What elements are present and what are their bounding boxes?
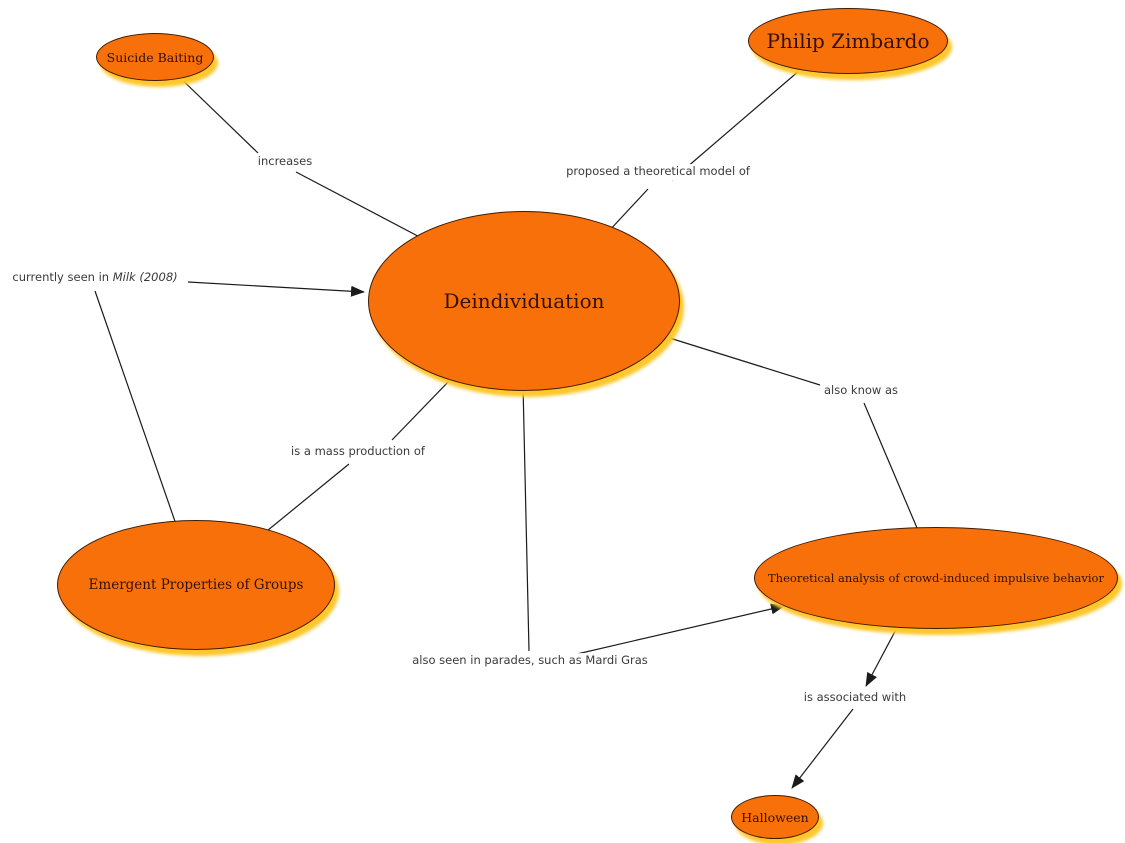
edge-zimbardo-proposed-model-line-0	[671, 69, 801, 181]
node-label: Deindividuation	[443, 289, 605, 313]
edge-suicide-baiting-increases-label[interactable]: increases	[254, 154, 316, 170]
edge-zimbardo-proposed-model-label[interactable]: proposed a theoretical model of	[563, 164, 753, 180]
edge-also-know-as-line-0	[659, 334, 821, 386]
node-theoretical-analysis[interactable]: Theoretical analysis of crowd-induced im…	[754, 527, 1118, 629]
node-label: Suicide Baiting	[106, 49, 204, 65]
edge-mass-production-of-label[interactable]: is a mass production of	[288, 444, 428, 460]
edge-zimbardo-proposed-model-line-1	[607, 188, 649, 233]
edge-also-know-as-line-1	[863, 402, 921, 536]
node-philip-zimbardo[interactable]: Philip Zimbardo	[748, 8, 948, 74]
node-deindividuation[interactable]: Deindividuation	[368, 211, 680, 391]
edge-label-text: also seen in parades, such as Mardi Gras	[412, 653, 648, 668]
node-suicide-baiting[interactable]: Suicide Baiting	[96, 33, 214, 81]
edge-is-associated-with-line-1	[791, 708, 854, 789]
edge-label-text: increases	[257, 154, 313, 169]
edge-also-seen-in-parades-line-0	[522, 384, 530, 652]
edge-also-seen-in-parades-label[interactable]: also seen in parades, such as Mardi Gras	[409, 653, 651, 669]
node-emergent-properties-of-groups[interactable]: Emergent Properties of Groups	[57, 520, 335, 650]
edge-is-associated-with-line-0	[865, 621, 901, 687]
node-label: Halloween	[741, 809, 809, 825]
edge-mass-production-of-line-1	[261, 463, 350, 536]
node-label: Emergent Properties of Groups	[88, 577, 304, 593]
edge-label-text: is a mass production of	[291, 444, 425, 459]
edge-currently-seen-in-milk-line-1	[94, 290, 179, 531]
edge-label-text: proposed a theoretical model of	[566, 164, 750, 179]
node-label: Theoretical analysis of crowd-induced im…	[768, 571, 1104, 585]
edge-suicide-baiting-increases-line-0	[171, 69, 259, 154]
edge-currently-seen-in-milk-label[interactable]: currently seen in Milk (2008)	[9, 270, 181, 286]
edge-is-associated-with-label[interactable]: is associated with	[800, 690, 910, 706]
edge-label-text: is associated with	[803, 690, 907, 705]
edge-label-italic-text: Milk (2008)	[112, 270, 178, 285]
edge-also-seen-in-parades-line-1	[576, 603, 785, 655]
edge-label-text: also know as	[823, 383, 899, 398]
edge-label-text: currently seen in	[12, 270, 113, 285]
edge-currently-seen-in-milk-line-0	[187, 281, 365, 297]
node-label: Philip Zimbardo	[766, 29, 930, 53]
edge-also-know-as-label[interactable]: also know as	[820, 383, 902, 399]
edge-mass-production-of-line-0	[391, 379, 451, 441]
node-halloween[interactable]: Halloween	[731, 795, 819, 839]
